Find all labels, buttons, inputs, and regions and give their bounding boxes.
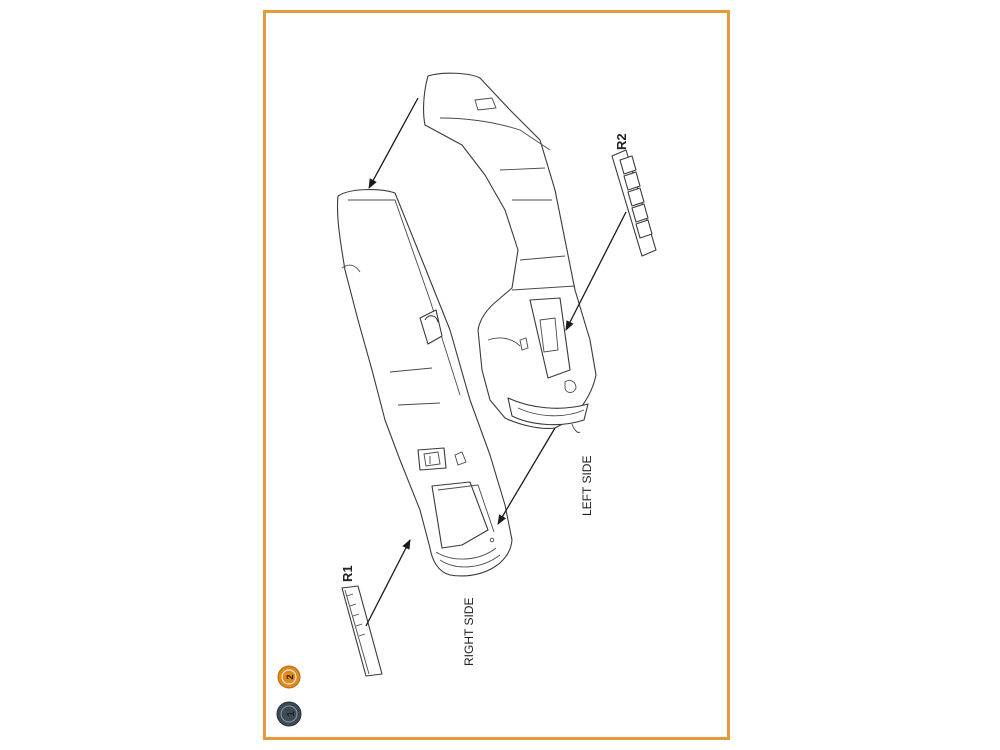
- arrow-icon: [497, 427, 556, 525]
- part-r2: [611, 149, 657, 257]
- label-r1: R1: [340, 565, 355, 582]
- svg-text:2: 2: [285, 674, 295, 679]
- label-right-side: RIGHT SIDE: [462, 598, 476, 666]
- right-side-panel: [336, 189, 513, 577]
- arrow-icon: [565, 211, 627, 331]
- svg-text:1: 1: [286, 711, 297, 717]
- left-side-panel: [423, 72, 597, 433]
- step-2-badge: 2: [277, 665, 301, 689]
- step-1-badge: 1: [276, 701, 302, 727]
- label-left-side: LEFT SIDE: [580, 456, 594, 516]
- label-r2: R2: [614, 133, 629, 150]
- instruction-page-frame: [263, 10, 730, 740]
- arrow-icon: [365, 539, 411, 627]
- part-r1: [341, 585, 383, 677]
- arrow-icon: [368, 97, 419, 189]
